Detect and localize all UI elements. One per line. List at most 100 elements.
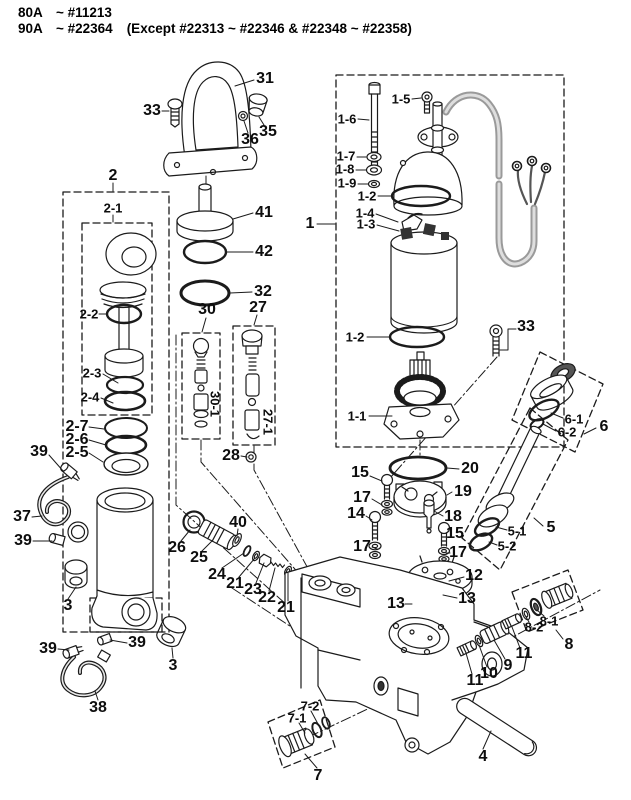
callout-33: 33 bbox=[517, 318, 535, 335]
plug-35-icon bbox=[248, 93, 268, 117]
callout-6: 6 bbox=[599, 418, 609, 435]
callout-6-2: 6-2 bbox=[557, 424, 577, 440]
valve-30-art bbox=[192, 337, 210, 428]
callout-36: 36 bbox=[241, 131, 259, 148]
callout-1-2: 1-2 bbox=[345, 329, 365, 345]
hoses-art bbox=[37, 462, 113, 698]
callout-32: 32 bbox=[254, 283, 272, 300]
callout-15: 15 bbox=[446, 525, 464, 542]
bushing-3-left-icon bbox=[64, 559, 88, 589]
fitting-39-icon bbox=[48, 532, 66, 547]
washer-36-icon bbox=[237, 110, 249, 122]
callout-13: 13 bbox=[387, 595, 405, 612]
callout-5: 5 bbox=[546, 519, 556, 536]
plug-7-art bbox=[278, 716, 331, 758]
fitting-39-icon bbox=[97, 649, 111, 663]
callout-3: 3 bbox=[168, 657, 178, 674]
header-line-2: 90A ~ #22364 (Except #22313 ~ #22346 & #… bbox=[18, 21, 412, 37]
callout-8-2: 8-2 bbox=[524, 619, 544, 635]
callout-11: 11 bbox=[515, 645, 533, 662]
callout-17: 17 bbox=[353, 538, 371, 555]
callout-21: 21 bbox=[226, 575, 244, 592]
callout-2-6: 2-6 bbox=[65, 431, 89, 448]
motor-cover-art bbox=[163, 61, 258, 177]
callout-33: 33 bbox=[143, 102, 161, 119]
bushing-3-right-icon bbox=[156, 616, 187, 648]
ring-terminals-icon bbox=[511, 155, 552, 174]
callout-19: 19 bbox=[454, 483, 472, 500]
trim-cylinder-art bbox=[91, 232, 158, 631]
group-boxes bbox=[62, 74, 604, 769]
callout-1-5: 1-5 bbox=[391, 91, 411, 107]
callout-31: 31 bbox=[256, 70, 274, 87]
callout-39: 39 bbox=[128, 634, 146, 651]
callout-12: 12 bbox=[465, 567, 483, 584]
pump-shaft-parts-art bbox=[176, 183, 234, 307]
callout-42: 42 bbox=[255, 243, 273, 260]
callout-2-1: 2-1 bbox=[103, 200, 123, 216]
header: 80A ~ #11213 90A ~ #22364 (Except #22313… bbox=[18, 5, 412, 37]
callout-8-1: 8-1 bbox=[539, 613, 559, 629]
callout-3: 3 bbox=[63, 597, 73, 614]
callout-7-1: 7-1 bbox=[287, 710, 307, 726]
callout-1-9: 1-9 bbox=[337, 175, 357, 191]
callout-7: 7 bbox=[313, 767, 323, 784]
callout-1-3: 1-3 bbox=[356, 216, 376, 232]
cylinder-bushings-art bbox=[64, 559, 187, 648]
callout-10: 10 bbox=[480, 665, 498, 682]
callout-39: 39 bbox=[14, 532, 32, 549]
motor-art bbox=[365, 81, 552, 440]
callout-1-1: 1-1 bbox=[347, 408, 367, 424]
tilt-pin-art bbox=[456, 697, 538, 757]
callout-25: 25 bbox=[190, 549, 208, 566]
callout-35: 35 bbox=[259, 123, 277, 140]
callout-5-2: 5-2 bbox=[497, 538, 517, 554]
callout-2-7: 2-7 bbox=[65, 418, 89, 435]
serial-range-80a: ~ #11213 bbox=[56, 5, 112, 20]
callout-38: 38 bbox=[89, 699, 107, 716]
cover-fasteners-art bbox=[167, 93, 268, 128]
callout-37: 37 bbox=[13, 508, 31, 525]
callout-7-2: 7-2 bbox=[300, 698, 320, 714]
tilt-rod-parts-art bbox=[468, 425, 542, 552]
callout-17: 17 bbox=[449, 544, 467, 561]
callout-26: 26 bbox=[168, 539, 186, 556]
callout-14: 14 bbox=[347, 505, 365, 522]
piston-head-parts-art bbox=[528, 363, 576, 430]
callout-39: 39 bbox=[30, 443, 48, 460]
plug-8-art bbox=[521, 582, 574, 621]
callout-8: 8 bbox=[564, 636, 574, 653]
callout-2-2: 2-2 bbox=[79, 306, 99, 322]
fitting-39-icon bbox=[60, 462, 80, 481]
bolt-33-icon bbox=[167, 98, 183, 128]
fitting-39-icon bbox=[62, 644, 84, 659]
release-valve-art bbox=[456, 613, 523, 657]
callout-6-1: 6-1 bbox=[564, 411, 584, 427]
callout-27-1: 27-1 bbox=[260, 408, 276, 436]
callout-23: 23 bbox=[244, 581, 262, 598]
callout-9: 9 bbox=[503, 657, 513, 674]
valve-27-art bbox=[241, 329, 263, 440]
callout-1: 1 bbox=[305, 215, 315, 232]
callout-15: 15 bbox=[351, 464, 369, 481]
callout-2-4: 2-4 bbox=[80, 389, 100, 405]
callout-20: 20 bbox=[461, 460, 479, 477]
leader-lines bbox=[31, 79, 597, 769]
callout-4: 4 bbox=[478, 748, 488, 765]
callout-1-4: 1-4 bbox=[355, 205, 375, 221]
model-90a: 90A bbox=[18, 21, 43, 36]
callout-2-3: 2-3 bbox=[82, 365, 102, 381]
callout-24: 24 bbox=[208, 566, 226, 583]
callout-1-7: 1-7 bbox=[336, 148, 356, 164]
shuttle-valve-art bbox=[182, 510, 293, 577]
callout-28: 28 bbox=[222, 447, 240, 464]
callout-17: 17 bbox=[353, 489, 371, 506]
callout-30-1: 30-1 bbox=[207, 390, 223, 418]
callout-2: 2 bbox=[108, 167, 118, 184]
callout-41: 41 bbox=[255, 204, 273, 221]
bolt-33-right-icon bbox=[489, 324, 503, 357]
callout-1-6: 1-6 bbox=[337, 111, 357, 127]
